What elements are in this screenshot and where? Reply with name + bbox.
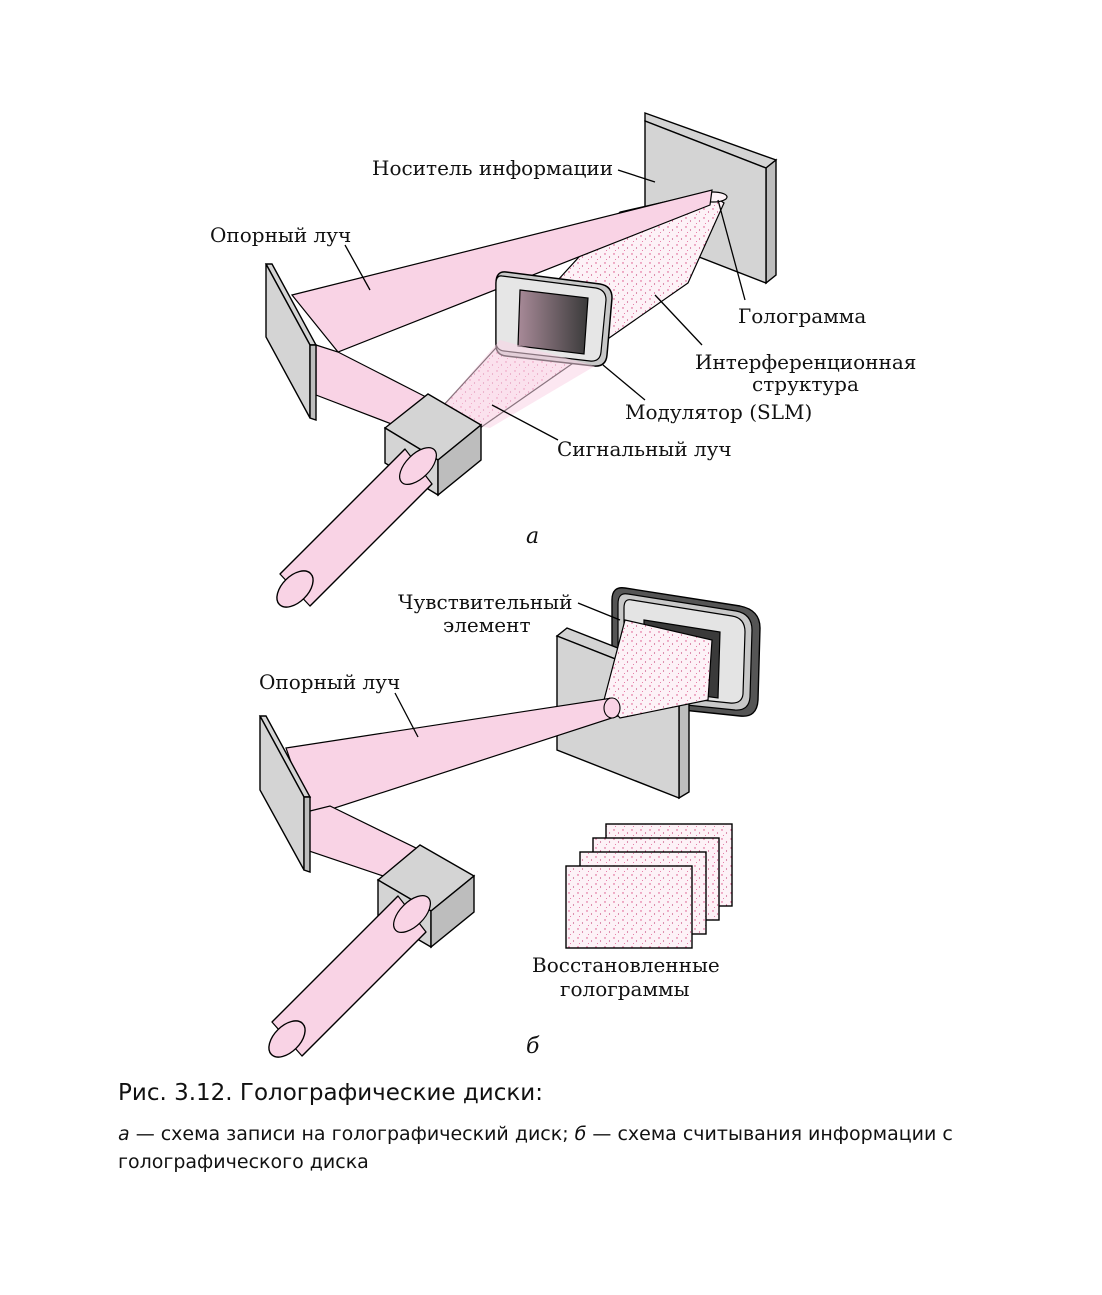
- label-restored-2: голограммы: [560, 977, 690, 1001]
- caption-a-text: — схема записи на голографический диск;: [129, 1123, 575, 1145]
- subfigure-letter-b: б: [526, 1034, 540, 1059]
- mirror-b: [258, 715, 312, 873]
- label-storage-medium: Носитель информации: [372, 156, 613, 180]
- figure-caption: Рис. 3.12. Голографические диски: а — сх…: [118, 1080, 1018, 1176]
- label-sensor-2: элемент: [443, 613, 531, 637]
- label-interference-1: Интерференционная: [695, 350, 916, 374]
- part-a: Носитель информации Опорный луч Голограм…: [210, 112, 916, 608]
- label-reference-beam-b: Опорный луч: [259, 670, 400, 694]
- reference-beam-a: [290, 189, 713, 353]
- subfigure-letter-a: а: [526, 524, 539, 549]
- caption-b-text: — схема считывания информации с голограф…: [118, 1123, 953, 1173]
- label-reference-beam-a: Опорный луч: [210, 223, 351, 247]
- label-signal-beam: Сигнальный луч: [557, 437, 732, 461]
- mirror-a: [264, 263, 318, 421]
- label-hologram: Голограмма: [738, 304, 866, 328]
- laser-a: [276, 447, 437, 608]
- reference-beam-b: [285, 697, 619, 817]
- part-b: Чувствительный элемент Опорный луч Восст…: [258, 587, 761, 1059]
- label-sensor-1: Чувствительный: [398, 590, 572, 614]
- signal-beam-in: [432, 340, 595, 428]
- caption-title: Рис. 3.12. Голографические диски:: [118, 1080, 543, 1106]
- label-restored-1: Восстановленные: [532, 953, 720, 977]
- holographic-disk-diagram: Носитель информации Опорный луч Голограм…: [210, 112, 916, 1059]
- slm-modulator: [495, 271, 613, 367]
- caption-a-letter: а: [118, 1123, 130, 1145]
- caption-text: а — схема записи на голографический диск…: [118, 1120, 1018, 1176]
- caption-b-letter: б: [574, 1123, 587, 1145]
- label-modulator: Модулятор (SLM): [625, 400, 812, 424]
- laser-b: [268, 895, 431, 1058]
- restored-holograms-stack: [565, 823, 733, 949]
- label-interference-2: структура: [752, 372, 859, 396]
